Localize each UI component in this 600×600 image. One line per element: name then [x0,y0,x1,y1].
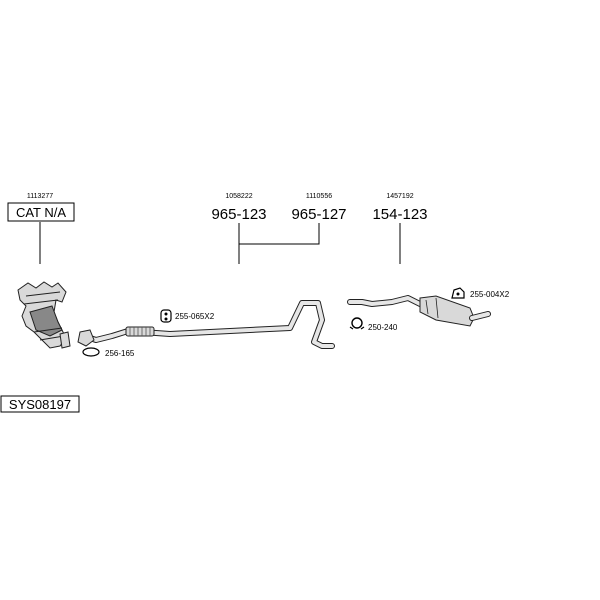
front-pipe-part-number-1[interactable]: 965-123 [211,206,266,223]
rear-silencer-part-number[interactable]: 154-123 [372,206,427,223]
front-pipe-oem-number-2: 1110556 [306,193,332,200]
cat-oem-number: 1113277 [27,193,53,200]
cat-label-box [7,202,75,222]
gasket-part-number[interactable]: 256-165 [105,349,135,358]
rubber-mount-rear-part-number[interactable]: 255-004X2 [470,290,510,299]
front-pipe-part-number-2[interactable]: 965-127 [291,206,346,223]
rubber-mount-front-icon[interactable] [160,309,172,323]
rubber-mount-rear-icon[interactable] [451,287,465,299]
rubber-mount-front-part-number[interactable]: 255-065X2 [175,312,215,321]
rear-silencer-oem-number: 1457192 [386,193,413,200]
clamp-icon[interactable] [349,317,365,330]
rear-silencer-part[interactable] [347,295,491,327]
front-pipe-part[interactable] [77,300,335,349]
catalytic-converter-part[interactable] [17,281,71,349]
front-pipe-leader-line [238,223,320,264]
system-code-box [0,395,80,413]
gasket-icon[interactable] [82,347,100,357]
front-pipe-oem-number-1: 1058222 [225,193,252,200]
clamp-part-number[interactable]: 250-240 [368,323,398,332]
system-code: SYS08197 [9,397,71,412]
cat-label[interactable]: CAT N/A [16,205,66,220]
